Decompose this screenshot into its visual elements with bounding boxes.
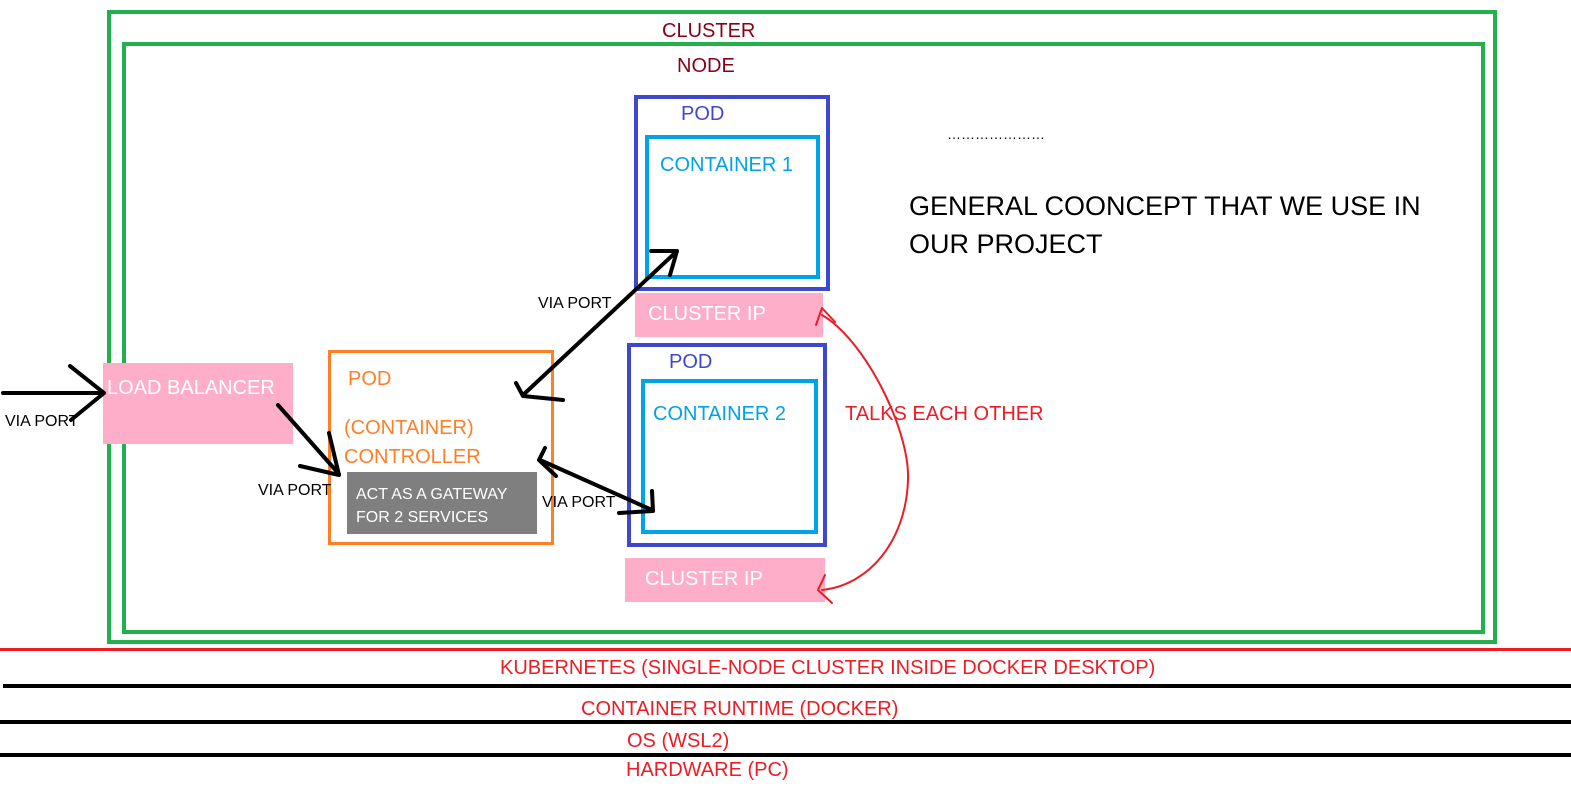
container-1-box (645, 135, 820, 279)
layer-divider-3 (0, 753, 1571, 757)
node-label: NODE (677, 55, 735, 77)
gateway-note-box (347, 472, 537, 534)
via-port-label-controller-to-container-2: VIA PORT (542, 494, 616, 511)
controller-pod-label: POD (348, 368, 392, 390)
via-port-label-controller-to-container-1: VIA PORT (538, 295, 612, 312)
layer-divider-red (0, 648, 1571, 651)
controller-label: CONTROLLER (344, 446, 481, 468)
load-balancer-label: LOAD BALANCER (107, 377, 275, 399)
dotted-annotation: ………………… (947, 126, 1045, 142)
external-arrow (1, 364, 106, 422)
load-balancer-box (103, 363, 293, 444)
layer-runtime-label: CONTAINER RUNTIME (DOCKER) (581, 698, 899, 720)
layer-os-label: OS (WSL2) (627, 730, 730, 752)
layer-divider-1 (3, 684, 1571, 688)
cluster-ip-2-box (625, 558, 825, 602)
layer-hardware-label: HARDWARE (PC) (626, 759, 789, 781)
layer-divider-2 (0, 720, 1571, 724)
via-port-label-external: VIA PORT (5, 413, 79, 430)
gateway-note-line-2: FOR 2 SERVICES (356, 509, 489, 526)
pod-2-label: POD (669, 351, 713, 373)
via-port-label-lb-to-controller: VIA PORT (258, 482, 332, 499)
layer-kubernetes-label: KUBERNETES (SINGLE-NODE CLUSTER INSIDE D… (500, 657, 1156, 679)
cluster-label: CLUSTER (662, 20, 756, 42)
pod-1-box (634, 95, 830, 291)
talks-each-other-label: TALKS EACH OTHER (845, 403, 1044, 425)
controller-container-label: (CONTAINER) (344, 417, 474, 439)
concept-title-line-2: OUR PROJECT (909, 229, 1103, 259)
cluster-ip-1-label: CLUSTER IP (648, 303, 766, 325)
concept-title-line-1: GENERAL COONCEPT THAT WE USE IN (909, 191, 1421, 221)
node-box (122, 42, 1485, 634)
pod-1-label: POD (681, 103, 725, 125)
container-2-label: CONTAINER 2 (653, 403, 786, 425)
gateway-note-line-1: ACT AS A GATEWAY (356, 486, 508, 503)
cluster-ip-2-label: CLUSTER IP (645, 568, 763, 590)
cluster-box (107, 10, 1497, 644)
container-1-label: CONTAINER 1 (660, 154, 793, 176)
